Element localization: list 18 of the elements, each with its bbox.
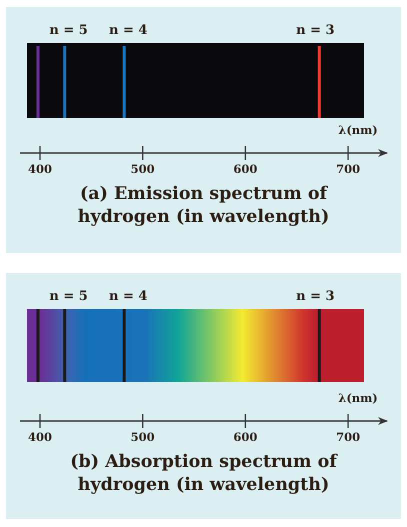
level-label: n = 4 [108,289,148,304]
figure-caption: (a) Emission spectrum of hydrogen (in wavelength) [76,183,330,229]
level-label: n = 5 [49,289,88,304]
level-label: n = 3 [296,23,335,38]
axis-title: λ(nm) [338,123,378,137]
level-label: n = 4 [108,23,148,38]
tick-label: 400 [28,162,52,176]
tick-label: 600 [233,162,258,176]
figure-caption: (b) Absorption spectrum of hydrogen (in wavelength) [69,451,339,497]
axis-title: λ(nm) [338,391,378,405]
tick-label: 600 [233,430,258,444]
tick-label: 500 [130,162,155,176]
tick-label: 500 [130,430,155,444]
tick-label: 700 [336,162,360,176]
tick-label: 400 [28,430,52,444]
level-label: n = 5 [49,23,88,38]
tick-label: 700 [336,430,360,444]
level-label: n = 3 [296,289,335,304]
